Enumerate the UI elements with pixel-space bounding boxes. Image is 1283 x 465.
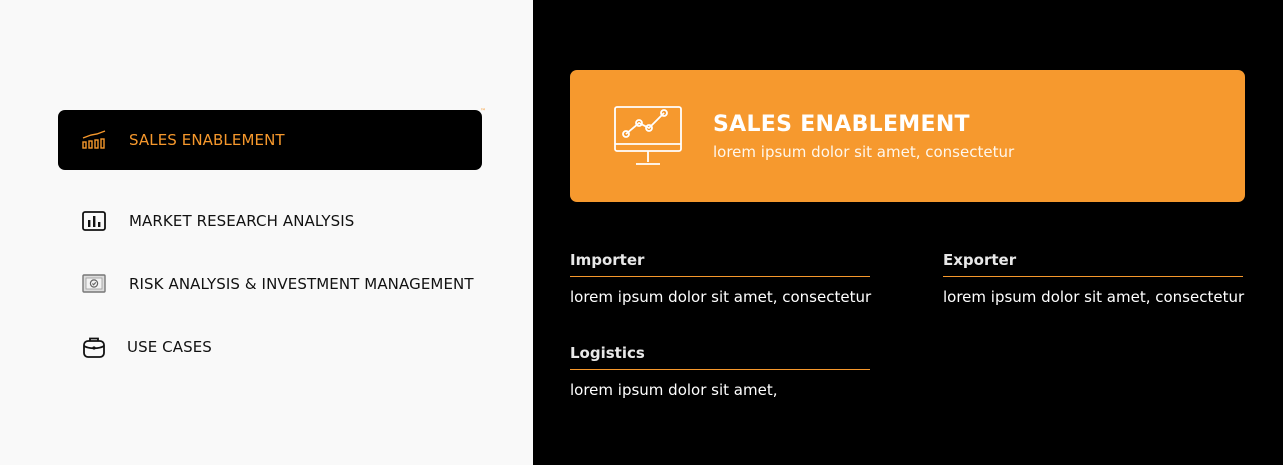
trademark-mark: ™ — [480, 108, 486, 115]
briefcase-icon — [80, 333, 108, 361]
detail-logistics: Logistics lorem ipsum dolor sit amet, — [570, 344, 870, 399]
detail-importer: Importer lorem ipsum dolor sit amet, con… — [570, 251, 872, 306]
shield-laptop-icon — [80, 270, 108, 298]
nav-item-use-cases[interactable]: USE CASES — [80, 333, 212, 361]
nav-item-label: MARKET RESEARCH ANALYSIS — [129, 212, 355, 230]
hero-title: SALES ENABLEMENT — [713, 112, 970, 137]
monitor-chart-icon — [612, 104, 684, 168]
detail-heading: Logistics — [570, 344, 870, 370]
detail-text: lorem ipsum dolor sit amet, consectetur — [570, 288, 872, 306]
detail-heading: Exporter — [943, 251, 1243, 277]
detail-text: lorem ipsum dolor sit amet, — [570, 381, 778, 399]
hero-subtitle: lorem ipsum dolor sit amet, consectetur — [713, 143, 1015, 161]
nav-item-label: SALES ENABLEMENT — [129, 131, 285, 149]
nav-item-label: RISK ANALYSIS & INVESTMENT MANAGEMENT — [129, 275, 474, 293]
nav-item-sales-enablement[interactable]: SALES ENABLEMENT — [58, 110, 482, 170]
nav-item-market-research[interactable]: MARKET RESEARCH ANALYSIS — [80, 207, 354, 235]
detail-text: lorem ipsum dolor sit amet, consectetur — [943, 288, 1245, 306]
detail-heading: Importer — [570, 251, 870, 277]
nav-item-risk-analysis[interactable]: RISK ANALYSIS & INVESTMENT MANAGEMENT — [80, 270, 474, 298]
chart-box-icon — [80, 207, 108, 235]
hero-card: SALES ENABLEMENT lorem ipsum dolor sit a… — [570, 70, 1245, 202]
detail-exporter: Exporter lorem ipsum dolor sit amet, con… — [943, 251, 1245, 306]
nav-item-label: USE CASES — [127, 338, 212, 356]
detail-panel: SALES ENABLEMENT lorem ipsum dolor sit a… — [533, 0, 1283, 465]
bar-chart-icon — [80, 126, 108, 154]
sidebar: SALES ENABLEMENT ™ MARKET RESEARCH ANALY… — [0, 0, 533, 465]
